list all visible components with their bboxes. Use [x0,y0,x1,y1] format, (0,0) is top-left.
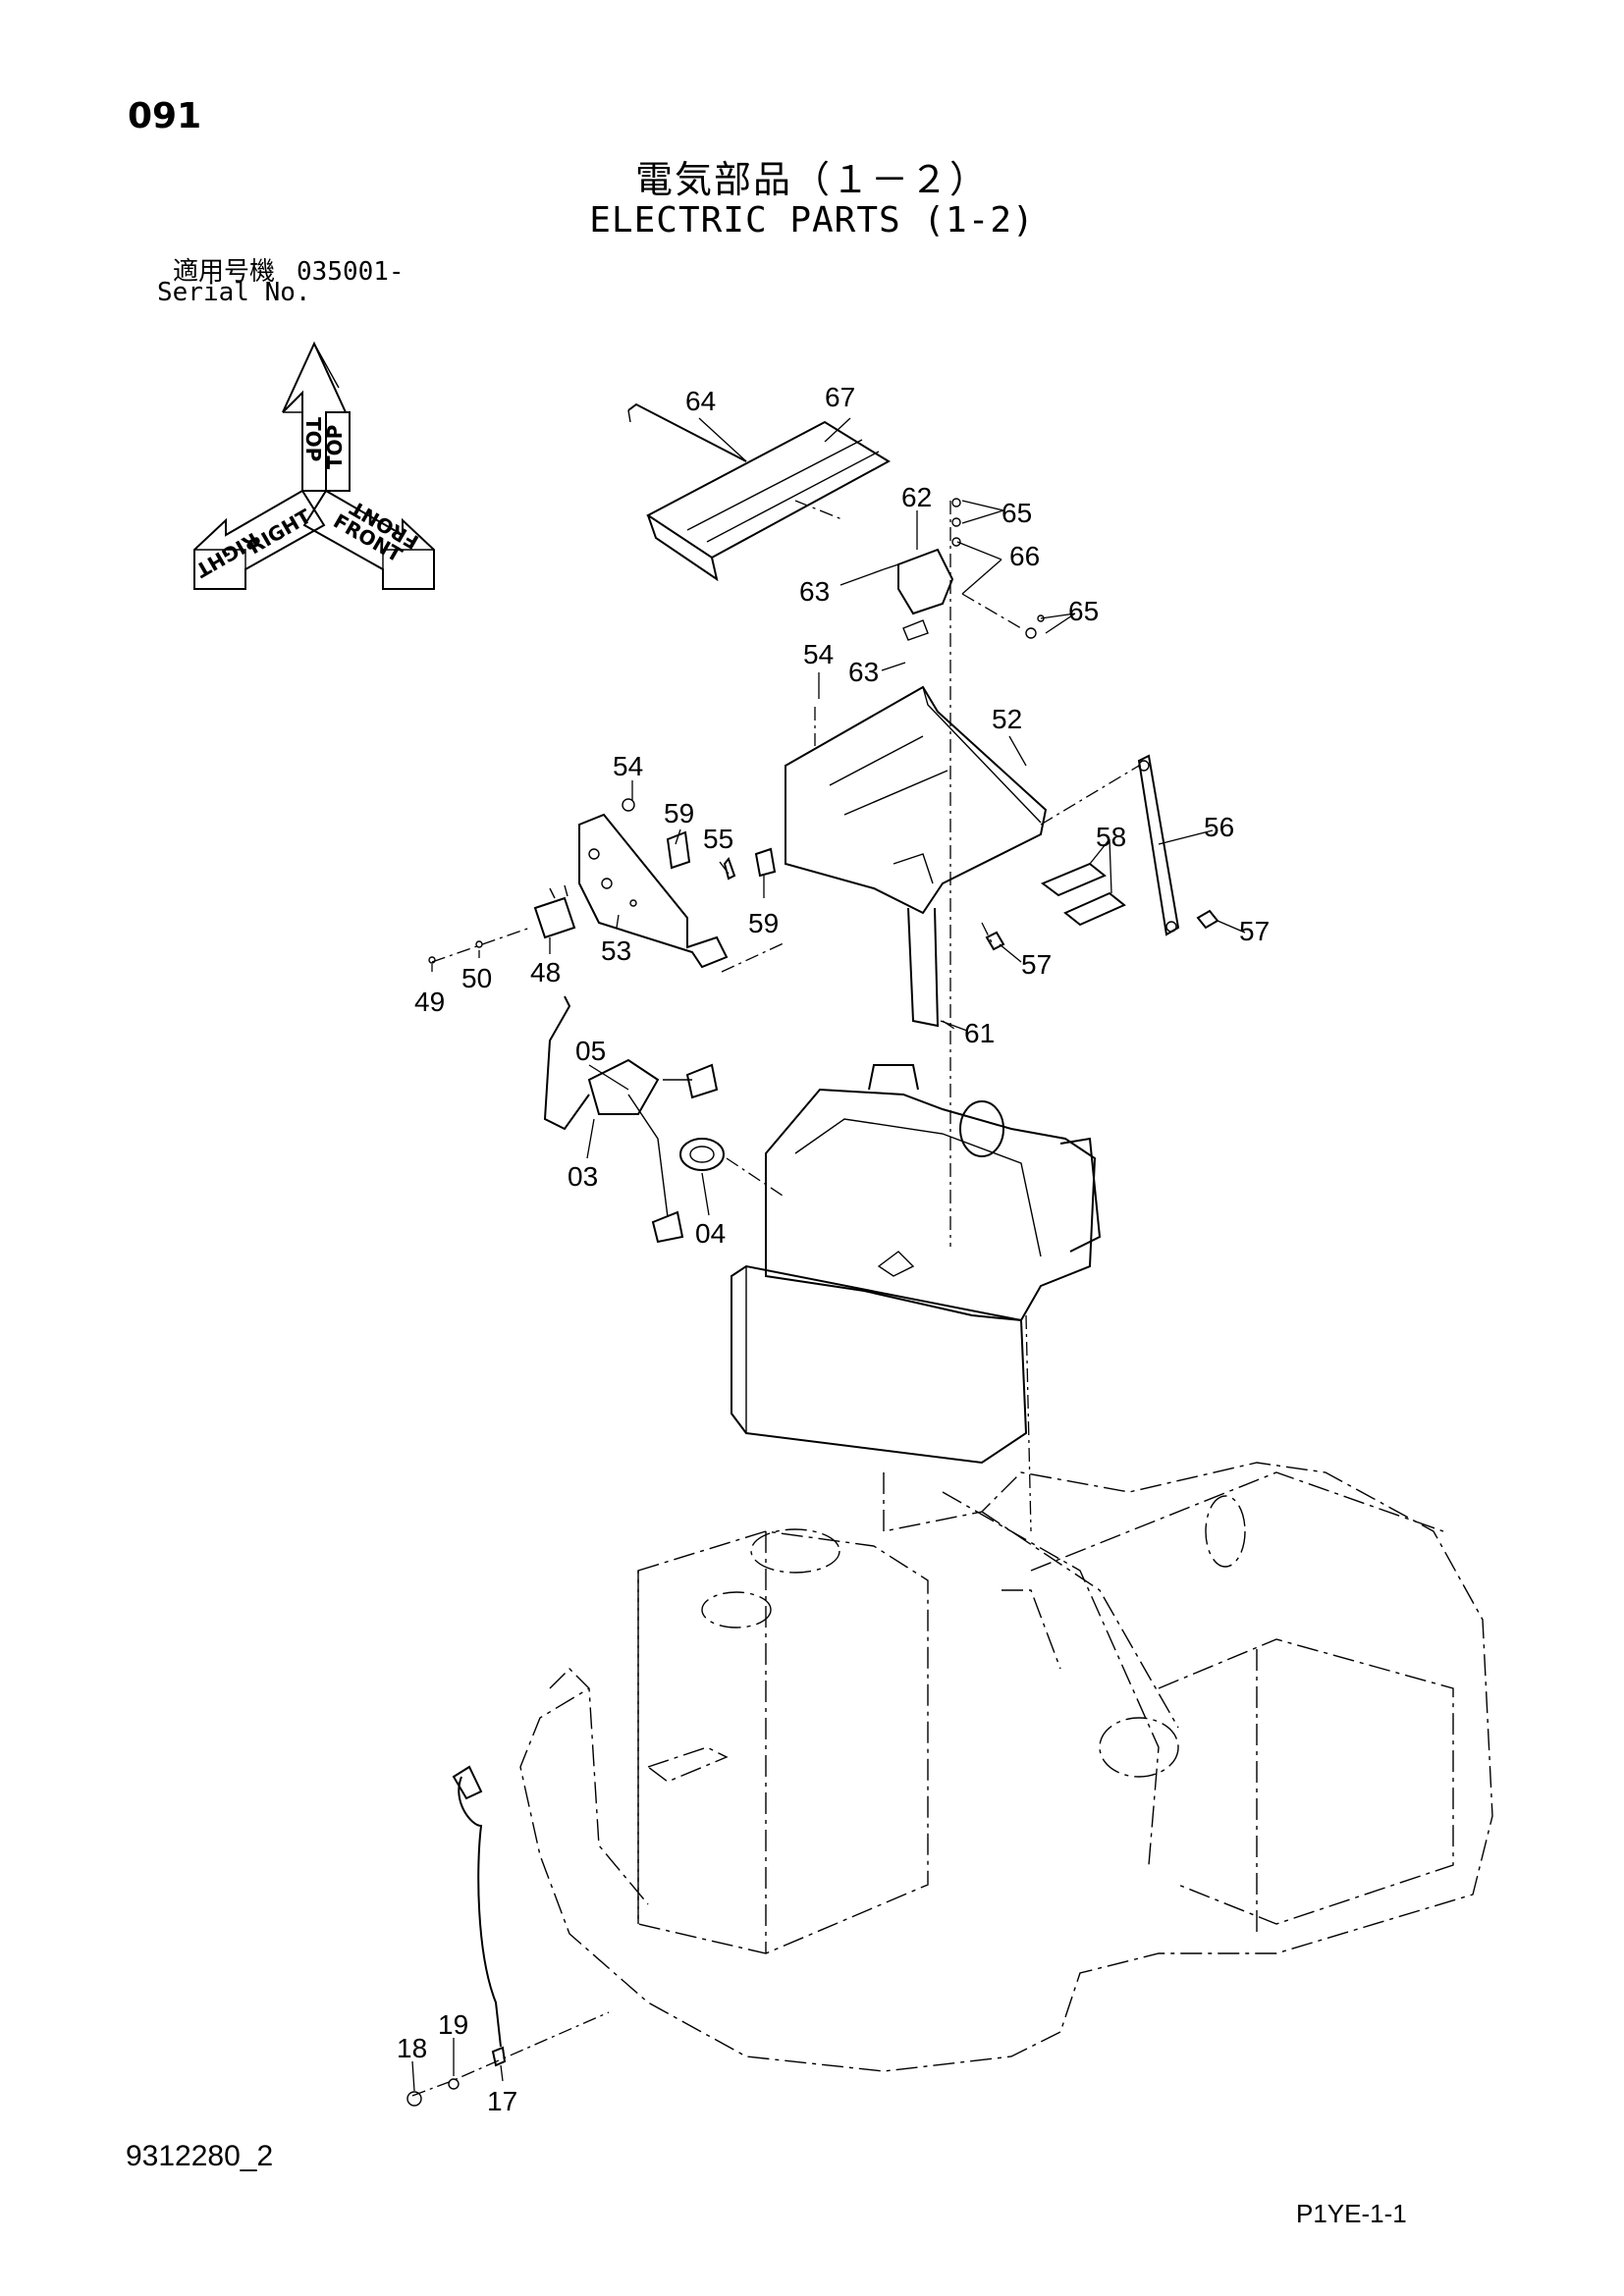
callout-19: 19 [438,2009,468,2040]
callout-53: 53 [601,935,631,966]
callout-49: 49 [414,987,445,1017]
orientation-arrows: TOP TOP RIGHT RIGHT FRONT FRONT [191,341,435,590]
callout-05: 05 [575,1036,606,1066]
machine-frame [406,1462,1493,2107]
callout-59-lower: 59 [748,908,779,938]
bracket-53 [428,798,786,973]
level-sender [543,995,786,1244]
tank [731,1064,1102,1532]
title-japanese: 電気部品（１－２） [634,158,989,201]
callout-54-upper: 54 [803,639,834,669]
callout-65-upper: 65 [1001,498,1032,528]
callout-numbers: 64 67 62 65 66 63 65 63 54 52 54 59 55 5… [397,382,1270,2116]
callout-65-lower: 65 [1068,596,1099,626]
callout-59-upper: 59 [664,798,694,828]
right-arrow [193,489,326,590]
serial-label-english: Serial No. [157,278,311,307]
callout-57-lower: 57 [1021,949,1052,980]
callout-57-right: 57 [1239,916,1270,946]
callout-17: 17 [487,2086,517,2116]
serial-value: 035001- [297,257,405,287]
serial-label-japanese: 適用号機 [173,257,276,287]
callout-66: 66 [1009,541,1040,571]
page-code: P1YE-1-1 [1296,2199,1407,2228]
callout-63-lower: 63 [848,657,879,687]
callout-03: 03 [568,1161,598,1192]
callout-leaders [411,417,1246,2092]
title-english: ELECTRIC PARTS (1-2) [589,200,1035,240]
top-arrow [282,341,351,492]
callout-48: 48 [530,957,561,988]
callout-61: 61 [964,1018,995,1048]
front-arrow [302,489,435,590]
callout-67: 67 [825,382,855,412]
top-label-left: TOP [301,417,325,461]
document-id: 9312280_2 [126,2140,274,2172]
callout-54-lower: 54 [613,751,643,781]
page-number: 091 [128,96,202,136]
callout-18: 18 [397,2033,427,2063]
callout-04: 04 [695,1218,726,1249]
callout-63-upper: 63 [799,576,830,607]
callout-62: 62 [901,482,932,512]
callout-55: 55 [703,824,733,854]
serial-row-japanese: 適用号機 035001- [173,251,405,288]
callout-64: 64 [685,386,716,416]
callout-50: 50 [461,963,492,993]
callout-58: 58 [1096,822,1126,852]
callout-52: 52 [992,704,1022,734]
top-label-right: TOP [323,425,347,469]
callout-56: 56 [1204,812,1234,842]
bracket-62 [883,498,1045,1247]
bracket-52 [785,685,1140,915]
cover-assembly [627,402,891,582]
